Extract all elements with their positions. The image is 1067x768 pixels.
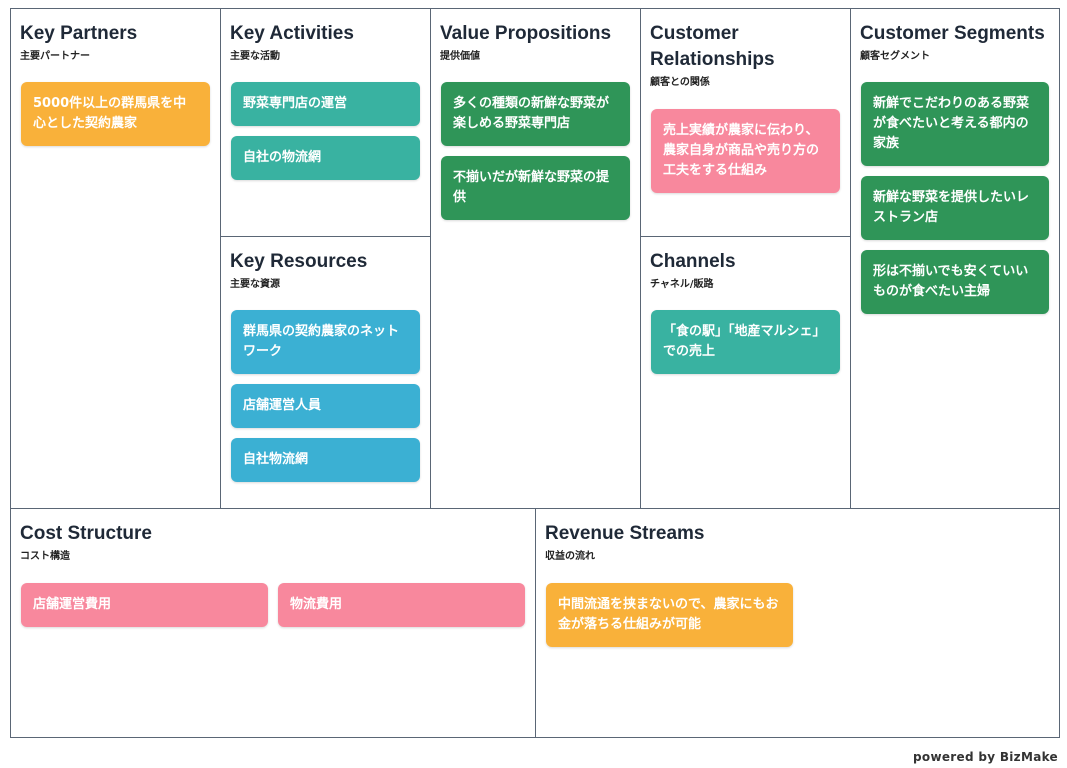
customer-segments-title: Customer Segments (860, 23, 1045, 44)
value-propositions-card[interactable]: 多くの種類の新鮮な野菜が楽しめる野菜専門店 (441, 82, 630, 146)
revenue-streams-cards: 中間流通を挟まないので、農家にもお金が落ちる仕組みが可能 (546, 583, 793, 647)
key-partners-card[interactable]: 5000件以上の群馬県を中心とした契約農家 (21, 82, 210, 146)
key-resources-card[interactable]: 店舗運営人員 (231, 384, 420, 428)
key-activities-title: Key Activities (230, 23, 354, 44)
revenue-streams-card[interactable]: 中間流通を挟まないので、農家にもお金が落ちる仕組みが可能 (546, 583, 793, 647)
cost-structure-card[interactable]: 物流費用 (278, 583, 525, 627)
channels-block: Channels チャネル/販路 「食の駅」「地産マルシェ」での売上 (641, 237, 851, 509)
key-resources-card[interactable]: 自社物流網 (231, 438, 420, 482)
value-propositions-subtitle: 提供価値 (440, 51, 480, 62)
customer-relationships-subtitle: 顧客との関係 (650, 77, 710, 88)
revenue-streams-title: Revenue Streams (545, 523, 705, 544)
key-partners-block: Key Partners 主要パートナー 5000件以上の群馬県を中心とした契約… (11, 9, 221, 509)
key-activities-block: Key Activities 主要な活動 野菜専門店の運営自社の物流網 (221, 9, 431, 237)
key-resources-subtitle: 主要な資源 (230, 279, 280, 290)
customer-segments-card[interactable]: 新鮮でこだわりのある野菜が食べたいと考える都内の家族 (861, 82, 1049, 166)
value-propositions-cards: 多くの種類の新鮮な野菜が楽しめる野菜専門店不揃いだが新鮮な野菜の提供 (441, 82, 630, 230)
key-activities-cards: 野菜専門店の運営自社の物流網 (231, 82, 420, 190)
business-model-canvas: Key Partners 主要パートナー 5000件以上の群馬県を中心とした契約… (10, 8, 1060, 738)
cost-structure-block: Cost Structure コスト構造 店舗運営費用物流費用 (11, 509, 536, 737)
channels-card[interactable]: 「食の駅」「地産マルシェ」での売上 (651, 310, 840, 374)
key-resources-title: Key Resources (230, 251, 368, 272)
customer-segments-card[interactable]: 形は不揃いでも安くていいものが食べたい主婦 (861, 250, 1049, 314)
cost-structure-cards: 店舗運営費用物流費用 (21, 583, 525, 627)
customer-relationships-title: Customer Relationships (650, 23, 775, 70)
revenue-streams-block: Revenue Streams 収益の流れ 中間流通を挟まないので、農家にもお金… (536, 509, 1059, 737)
key-activities-subtitle: 主要な活動 (230, 51, 280, 62)
channels-subtitle: チャネル/販路 (650, 279, 714, 290)
key-activities-card[interactable]: 野菜専門店の運営 (231, 82, 420, 126)
cost-structure-title: Cost Structure (20, 523, 152, 544)
cost-structure-card[interactable]: 店舗運営費用 (21, 583, 268, 627)
customer-relationships-cards: 売上実績が農家に伝わり、農家自身が商品や売り方の工夫をする仕組み (651, 109, 840, 203)
customer-segments-subtitle: 顧客セグメント (860, 51, 930, 62)
key-resources-card[interactable]: 群馬県の契約農家のネットワーク (231, 310, 420, 374)
customer-relationships-card[interactable]: 売上実績が農家に伝わり、農家自身が商品や売り方の工夫をする仕組み (651, 109, 840, 193)
key-partners-subtitle: 主要パートナー (20, 51, 90, 62)
value-propositions-card[interactable]: 不揃いだが新鮮な野菜の提供 (441, 156, 630, 220)
key-partners-title: Key Partners (20, 23, 138, 44)
customer-segments-block: Customer Segments 顧客セグメント 新鮮でこだわりのある野菜が食… (851, 9, 1059, 509)
customer-relationships-block: Customer Relationships 顧客との関係 売上実績が農家に伝わ… (641, 9, 851, 237)
channels-cards: 「食の駅」「地産マルシェ」での売上 (651, 310, 840, 384)
customer-segments-cards: 新鮮でこだわりのある野菜が食べたいと考える都内の家族新鮮な野菜を提供したいレスト… (861, 82, 1049, 324)
value-propositions-title: Value Propositions (440, 23, 612, 44)
key-resources-cards: 群馬県の契約農家のネットワーク店舗運営人員自社物流網 (231, 310, 420, 492)
channels-title: Channels (650, 251, 736, 272)
customer-segments-card[interactable]: 新鮮な野菜を提供したいレストラン店 (861, 176, 1049, 240)
key-partners-cards: 5000件以上の群馬県を中心とした契約農家 (21, 82, 210, 156)
value-propositions-block: Value Propositions 提供価値 多くの種類の新鮮な野菜が楽しめる… (431, 9, 641, 509)
cost-structure-subtitle: コスト構造 (20, 551, 70, 562)
revenue-streams-subtitle: 収益の流れ (545, 551, 595, 562)
key-activities-card[interactable]: 自社の物流網 (231, 136, 420, 180)
key-resources-block: Key Resources 主要な資源 群馬県の契約農家のネットワーク店舗運営人… (221, 237, 431, 509)
powered-by-label: powered by BizMake (913, 750, 1058, 764)
